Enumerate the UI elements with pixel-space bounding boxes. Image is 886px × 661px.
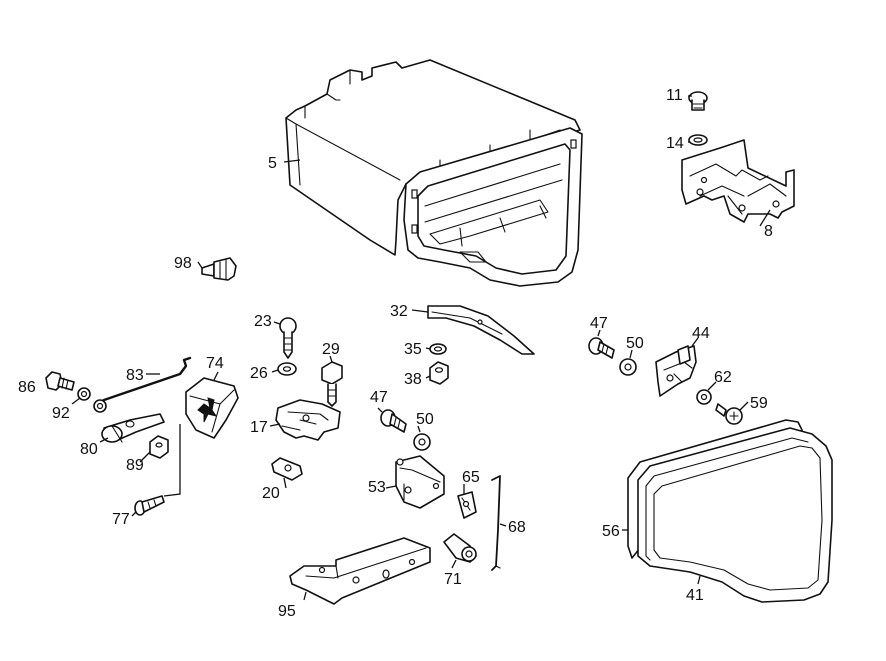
callout-17: 17 [250, 419, 268, 436]
callout-32: 32 [390, 303, 408, 320]
washer-50-center [413, 433, 431, 451]
rod-68 [491, 475, 501, 571]
callout-23: 23 [254, 313, 272, 330]
rod-83 [93, 356, 192, 413]
callout-35: 35 [404, 341, 422, 358]
lock-bracket-95 [289, 537, 431, 605]
callout-29: 29 [322, 341, 340, 358]
latch-bracket-17 [275, 399, 341, 441]
screw-77 [134, 495, 165, 516]
handle-74 [185, 377, 239, 439]
callout-labels: 5 8 11 14 17 20 23 26 29 32 35 38 41 44 … [18, 87, 773, 620]
glove-box-housing [285, 59, 583, 287]
clip-nut-20 [271, 457, 303, 481]
callout-26: 26 [250, 365, 268, 382]
callout-20: 20 [262, 485, 280, 502]
mounting-bracket [681, 139, 795, 223]
callout-59: 59 [750, 395, 768, 412]
bracket-53 [395, 455, 445, 509]
callout-77: 77 [112, 511, 130, 528]
screw-11 [688, 91, 708, 111]
callout-50-right: 50 [626, 335, 644, 352]
lock-cylinder-71 [443, 533, 477, 563]
callout-65: 65 [462, 469, 480, 486]
spring-washer-35 [429, 343, 447, 355]
washer-92 [77, 387, 91, 401]
callout-86: 86 [18, 379, 36, 396]
leader-lines [71, 95, 771, 601]
callout-62: 62 [714, 369, 732, 386]
callout-47-center: 47 [370, 389, 388, 406]
nut-89 [149, 435, 169, 459]
nut-38 [429, 361, 449, 385]
callout-89: 89 [126, 457, 144, 474]
callout-50-center: 50 [416, 411, 434, 428]
washer-62 [696, 389, 712, 405]
callout-92: 92 [52, 405, 70, 422]
callout-38: 38 [404, 371, 422, 388]
rivet-23 [279, 317, 297, 359]
screw-47-center [380, 409, 407, 433]
latch-44 [655, 345, 697, 397]
washer-50-right [619, 358, 637, 376]
callout-83: 83 [126, 367, 144, 384]
callout-5: 5 [268, 155, 277, 172]
spring-washer-14 [688, 134, 708, 146]
glove-box-lid-41 [637, 427, 833, 603]
callout-95: 95 [278, 603, 296, 620]
callout-74: 74 [206, 355, 224, 372]
callout-44: 44 [692, 325, 710, 342]
callout-68: 68 [508, 519, 526, 536]
callout-41: 41 [686, 587, 704, 604]
callout-98: 98 [174, 255, 192, 272]
callout-14: 14 [666, 135, 684, 152]
callout-71: 71 [444, 571, 462, 588]
bolt-86 [45, 371, 75, 391]
callout-8: 8 [764, 223, 773, 240]
screw-59 [715, 403, 743, 425]
washer-26 [277, 362, 297, 376]
callout-56: 56 [602, 523, 620, 540]
clip-65 [457, 491, 477, 519]
hex-bolt-29 [321, 361, 343, 407]
callout-11: 11 [666, 87, 683, 104]
callout-53: 53 [368, 479, 386, 496]
callout-80: 80 [80, 441, 98, 458]
trim-strip-32 [427, 305, 535, 355]
screw-47-right [588, 337, 615, 359]
callout-47-right: 47 [590, 315, 608, 332]
plug-98 [201, 257, 237, 281]
